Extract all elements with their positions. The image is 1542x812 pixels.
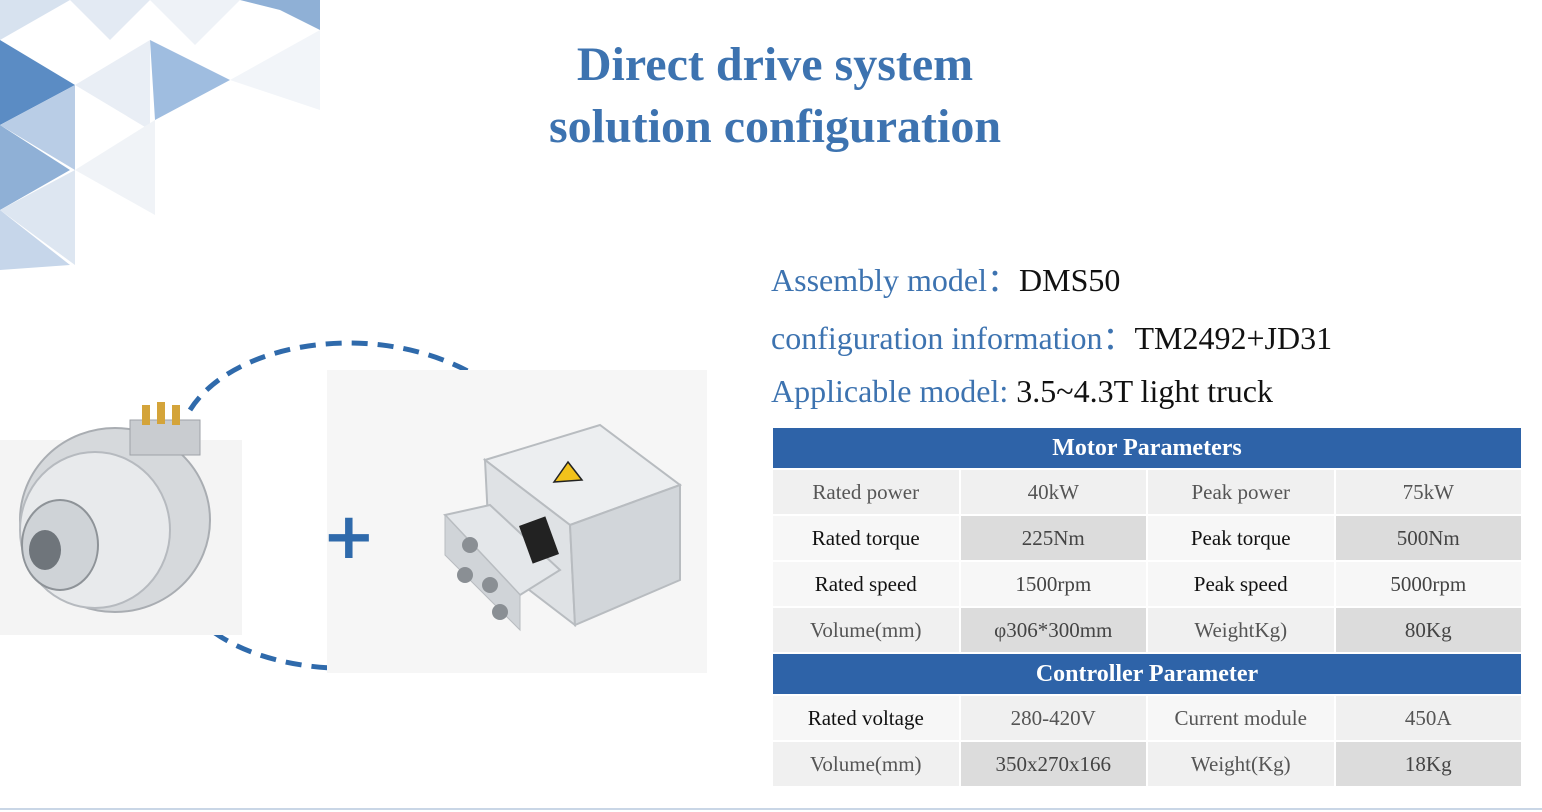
- table-cell: WeightKg): [1146, 606, 1336, 654]
- controller-image: [327, 370, 707, 673]
- controller-parameter-header: Controller Parameter: [771, 652, 1523, 696]
- table-cell: 5000rpm: [1333, 560, 1523, 608]
- table-cell: Peak torque: [1146, 514, 1336, 562]
- title-line-1: Direct drive system: [576, 38, 974, 91]
- table-cell: 280-420V: [958, 694, 1148, 742]
- assembly-model-line: Assembly model：DMS50: [771, 255, 1120, 301]
- table-cell: Rated torque: [771, 514, 961, 562]
- table-cell: 1500rpm: [958, 560, 1148, 608]
- page-title: Direct drive system solution configurati…: [420, 34, 1130, 158]
- table-cell: 40kW: [958, 468, 1148, 516]
- table-row: Volume(mm) φ306*300mm WeightKg) 80Kg: [771, 606, 1523, 654]
- table-cell: 500Nm: [1333, 514, 1523, 562]
- table-cell: 18Kg: [1333, 740, 1523, 788]
- table-cell: 350x270x166: [958, 740, 1148, 788]
- table-cell: 450A: [1333, 694, 1523, 742]
- table-row: Rated power 40kW Peak power 75kW: [771, 468, 1523, 516]
- bottom-divider: [0, 808, 1542, 810]
- plus-symbol: +: [322, 500, 376, 574]
- table-cell: Current module: [1146, 694, 1336, 742]
- product-images: [0, 340, 707, 673]
- table-cell: Weight(Kg): [1146, 740, 1336, 788]
- warning-icon: [552, 460, 584, 483]
- table-cell: Peak speed: [1146, 560, 1336, 608]
- applicable-model-label: Applicable model:: [771, 373, 1009, 409]
- table-row: Rated speed 1500rpm Peak speed 5000rpm: [771, 560, 1523, 608]
- configuration-info-line: configuration information：TM2492+JD31: [771, 313, 1332, 359]
- configuration-info-label: configuration information：: [771, 320, 1135, 356]
- table-cell: 225Nm: [958, 514, 1148, 562]
- table-cell: φ306*300mm: [958, 606, 1148, 654]
- table-row: Rated torque 225Nm Peak torque 500Nm: [771, 514, 1523, 562]
- table-cell: 80Kg: [1333, 606, 1523, 654]
- table-row: Rated voltage 280-420V Current module 45…: [771, 694, 1523, 742]
- configuration-info-value: TM2492+JD31: [1134, 320, 1333, 356]
- motor-image: [0, 402, 242, 635]
- table-cell: Rated power: [771, 468, 961, 516]
- assembly-model-label: Assembly model：: [771, 262, 1019, 298]
- assembly-model-value: DMS50: [1019, 262, 1121, 298]
- table-row: Volume(mm) 350x270x166 Weight(Kg) 18Kg: [771, 740, 1523, 788]
- table-cell: Rated voltage: [771, 694, 961, 742]
- applicable-model-value: 3.5~4.3T light truck: [1016, 373, 1273, 409]
- motor-header-row: Motor Parameters: [771, 426, 1523, 470]
- table-cell: Peak power: [1146, 468, 1336, 516]
- decorative-triangle-pattern: [0, 0, 320, 270]
- motor-parameters-header: Motor Parameters: [771, 426, 1523, 470]
- table-cell: Volume(mm): [771, 740, 961, 788]
- table-cell: 75kW: [1333, 468, 1523, 516]
- table-cell: Rated speed: [771, 560, 961, 608]
- table-cell: Volume(mm): [771, 606, 961, 654]
- parameters-table: Motor Parameters Rated power 40kW Peak p…: [771, 426, 1523, 788]
- applicable-model-line: Applicable model: 3.5~4.3T light truck: [771, 373, 1273, 410]
- controller-header-row: Controller Parameter: [771, 652, 1523, 696]
- title-line-2: solution configuration: [548, 100, 1002, 153]
